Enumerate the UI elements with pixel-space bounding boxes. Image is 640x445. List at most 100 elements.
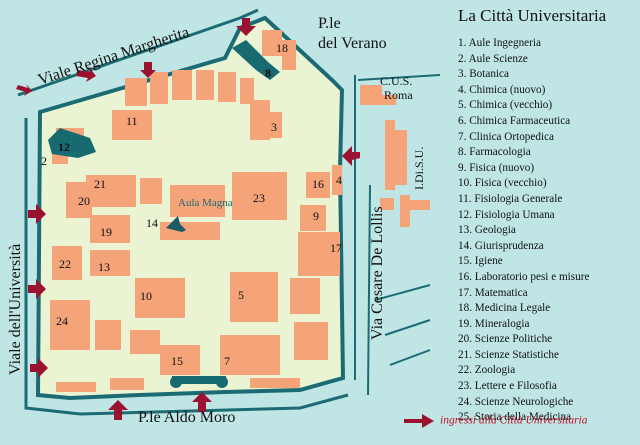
legend-item: 11. Fisiologia Generale <box>458 192 563 205</box>
legend-item: 1. Aule Ingegneria <box>458 37 541 49</box>
building-south <box>56 382 96 392</box>
street-edge <box>79 393 349 416</box>
building-number: 20 <box>78 194 90 208</box>
building-19 <box>90 215 130 243</box>
building-number: 12 <box>58 140 70 154</box>
aldo-moro-gate <box>216 376 228 388</box>
street-name: Via Cesare De Lollis <box>369 206 386 340</box>
entrance-arrow-icon <box>236 18 256 36</box>
building-south <box>95 320 121 350</box>
legend-item: 19. Mineralogia <box>458 317 530 330</box>
entrance-arrow-icon <box>342 146 360 166</box>
building-number: 8 <box>265 66 271 80</box>
building-8 <box>232 40 280 80</box>
legend-item: 17. Matematica <box>458 286 528 299</box>
building-number: 14 <box>146 216 158 230</box>
building-number: 2 <box>41 154 47 168</box>
building-north <box>172 70 192 100</box>
street-edge <box>239 8 259 20</box>
legend-panel: La Città Universitaria 1. Aule Ingegneri… <box>448 6 638 426</box>
place-name: Roma <box>384 88 413 102</box>
building-22 <box>52 246 82 280</box>
legend-item: 7. Clinica Ortopedica <box>458 130 554 143</box>
street-edge <box>384 319 431 336</box>
aldo-moro-gate <box>172 376 226 384</box>
building-south <box>130 330 160 354</box>
building-3 <box>250 100 270 140</box>
entrance-legend-label: ingressi alla Città Universitaria <box>440 414 588 427</box>
building-5 <box>230 272 278 322</box>
entrance-arrow-icon <box>76 66 96 82</box>
legend-item: 21. Scienze Statistiche <box>458 348 559 361</box>
aldo-moro-gate <box>170 376 182 388</box>
legend-item: 22. Zoologia <box>458 364 516 377</box>
building-number: 23 <box>253 191 265 205</box>
place-name: P.le Aldo Moro <box>138 409 235 426</box>
place-name: C.U.S. <box>380 74 412 88</box>
street-edge <box>17 16 241 97</box>
building-east <box>290 278 320 314</box>
street-edge <box>357 74 441 81</box>
building-9 <box>300 205 326 231</box>
building-south <box>110 378 144 390</box>
entrance-arrow-icon <box>192 392 212 412</box>
idisu-building <box>395 130 407 185</box>
building-number: 18 <box>276 41 288 55</box>
place-name: P.le <box>318 15 341 32</box>
legend-item: 12. Fisiologia Umana <box>458 208 555 221</box>
entrance-arrow-icon <box>108 400 128 420</box>
building-20 <box>66 182 92 218</box>
building-14 <box>160 222 220 240</box>
entrance-arrow-icon <box>16 84 32 96</box>
building-21 <box>86 175 136 207</box>
place-name: I.Di.S.U. <box>412 147 426 190</box>
building-north <box>240 78 254 104</box>
place-name: Aula Magna <box>178 197 233 209</box>
place-name: del Verano <box>318 35 387 52</box>
cus-building <box>360 85 382 105</box>
legend-item: 8. Farmacologia <box>458 146 531 159</box>
building-number: 7 <box>224 354 230 368</box>
street-edge <box>389 349 431 366</box>
building-number: 24 <box>56 314 68 328</box>
building-north <box>125 78 147 106</box>
legend-item: 18. Medicina Legale <box>458 302 551 315</box>
street-edge <box>24 118 81 416</box>
building-11 <box>112 110 152 140</box>
entrance-arrow-icon <box>30 358 48 378</box>
legend-item: 23. Lettere e Filosofia <box>458 380 557 393</box>
legend-item: 5. Chimica (vecchio) <box>458 99 553 112</box>
legend-item: 15. Igiene <box>458 255 503 268</box>
building-south <box>250 378 300 388</box>
building-3 <box>270 112 282 138</box>
legend-item: 16. Laboratorio pesi e misure <box>458 270 590 283</box>
idisu-building <box>400 195 410 227</box>
idisu-building <box>408 200 430 210</box>
building-number: 5 <box>238 288 244 302</box>
building-18 <box>282 40 296 70</box>
building-4 <box>332 165 342 195</box>
building-aula-magna <box>170 185 225 217</box>
building-number: 9 <box>313 209 319 223</box>
building-number: 11 <box>126 114 138 128</box>
legend-item: 10. Fisica (vecchio) <box>458 177 547 190</box>
building-number: 21 <box>94 177 106 191</box>
building-24 <box>50 300 90 350</box>
building-number: 17 <box>330 241 342 255</box>
legend-item: 9. Fisica (nuovo) <box>458 161 535 174</box>
street-edge <box>374 284 431 301</box>
legend-item: 14. Giurisprudenza <box>458 239 544 252</box>
building-18 <box>262 30 282 56</box>
entrance-arrow-icon <box>28 204 46 224</box>
building-13 <box>90 250 130 276</box>
entrance-arrows <box>16 18 360 420</box>
building-17 <box>298 232 340 276</box>
building-number: 10 <box>140 289 152 303</box>
building-10 <box>135 278 185 318</box>
entrance-arrow-icon <box>404 414 434 428</box>
building-east <box>294 322 328 360</box>
building-north <box>196 70 214 100</box>
idisu-building <box>385 120 395 190</box>
building-23 <box>232 172 287 220</box>
